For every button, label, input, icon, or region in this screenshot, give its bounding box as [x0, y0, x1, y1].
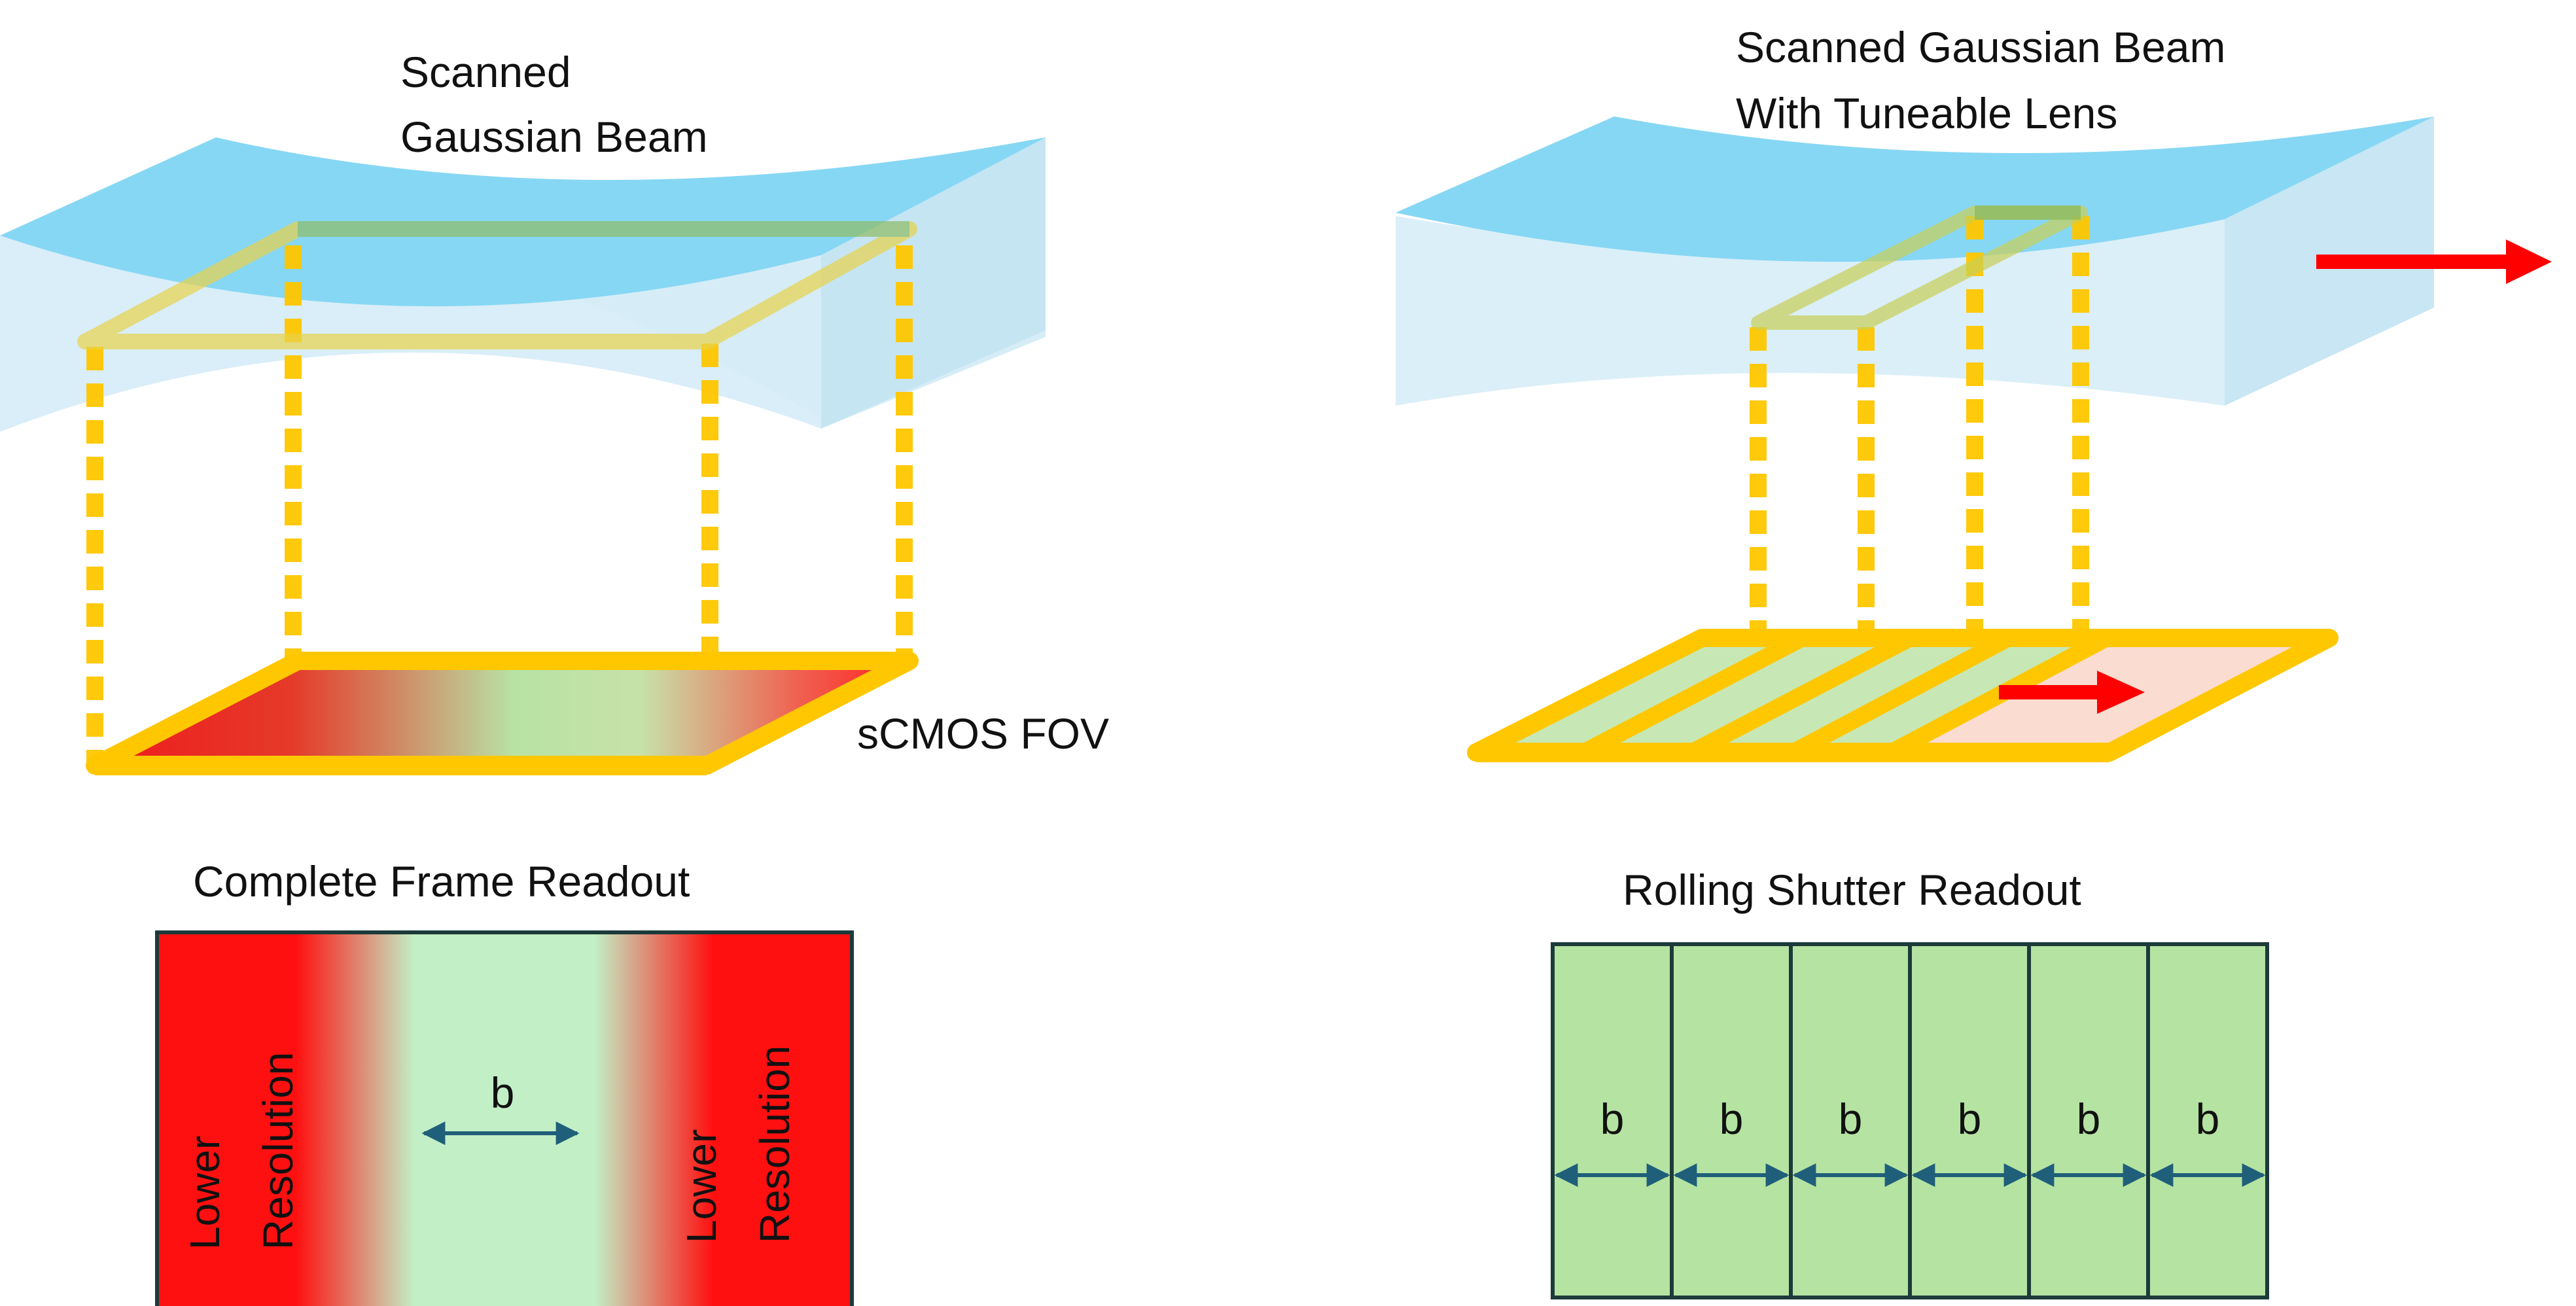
readout-strip	[2146, 942, 2269, 1299]
beam-label-line1: Scanned	[400, 48, 571, 96]
gaussian-beam-volume	[0, 137, 1046, 432]
readout-strip	[1670, 942, 1793, 1299]
left-side-label-line1: Lower	[181, 1136, 228, 1250]
beam-right-face	[821, 137, 1046, 429]
scmos-fov-plane	[86, 652, 919, 775]
scmos-fov-plane-right	[1467, 629, 2338, 762]
strip-width-label: b	[1958, 1095, 1982, 1143]
tuneable-beam-volume	[1396, 116, 2434, 406]
beam-side-face-right	[1396, 216, 2225, 406]
right-side-label-line2: Resolution	[751, 1046, 798, 1243]
complete-frame-box: Lower Resolution Lower Resolution b	[155, 930, 854, 1306]
beam-label-line2-right: With Tuneable Lens	[1736, 89, 2117, 137]
right-side-label-line1: Lower	[678, 1129, 725, 1243]
readout-strip	[1789, 942, 1912, 1299]
sensor-label: sCMOS FOV	[857, 709, 1109, 758]
readout-strip	[2027, 942, 2150, 1299]
left-side-label: Lower Resolution	[181, 1052, 302, 1250]
strip-width-label: b	[2077, 1095, 2101, 1143]
beam-label-line1-right: Scanned Gaussian Beam	[1736, 23, 2225, 71]
strip-width-label: b	[2196, 1095, 2220, 1143]
readout-strip	[1908, 942, 2031, 1299]
right-panel: Scanned Gaussian Beam With Tuneable Lens…	[1396, 23, 2552, 1299]
left-panel: Scanned Gaussian Beam sCMOS FOV Complete…	[0, 48, 1109, 1306]
strip-width-label: b	[1720, 1095, 1744, 1143]
readout-title-left: Complete Frame Readout	[193, 857, 690, 906]
arrow-right-icon	[1999, 671, 2145, 714]
strip-width-label: b	[1600, 1095, 1625, 1143]
beam-focus-frame	[77, 221, 917, 349]
strip-width-label: b	[1839, 1095, 1863, 1143]
beam-top-face-right	[1396, 116, 2434, 262]
focus-width-label: b	[491, 1068, 515, 1117]
arrow-right-icon	[2316, 239, 2552, 284]
beam-label-line2: Gaussian Beam	[400, 113, 708, 161]
left-side-label-line2: Resolution	[255, 1052, 302, 1250]
readout-title-right: Rolling Shutter Readout	[1623, 866, 2081, 914]
right-side-label: Lower Resolution	[678, 1046, 798, 1243]
